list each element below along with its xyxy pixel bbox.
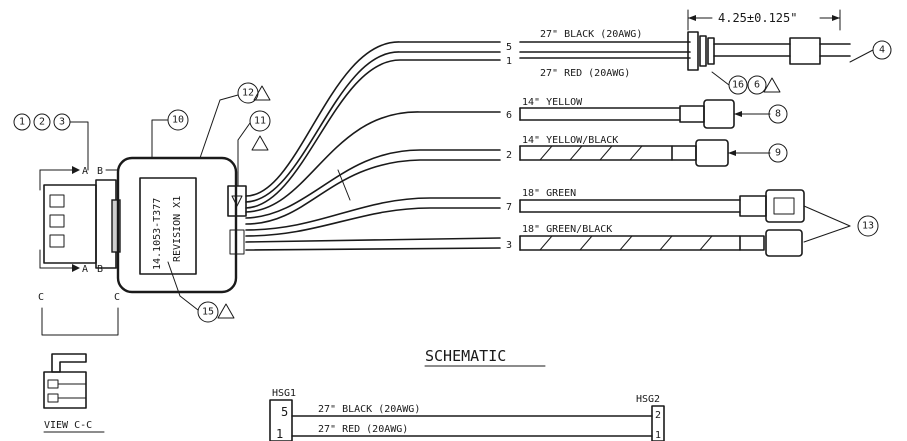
left-connector: 1 2 3 A B A B C C [13, 113, 121, 336]
callout-1-2-3: 1 2 3 [13, 113, 89, 171]
housing-part-number: 14.1053-T377 [152, 198, 163, 270]
main-housing: 14.1053-T377 REVISION X1 [116, 156, 247, 294]
svg-text:4: 4 [879, 45, 885, 56]
wire-bundle [245, 41, 501, 251]
wire-label-red: 27" RED (20AWG) [540, 68, 630, 79]
section-c-right: C [114, 292, 120, 303]
section-b-top: B [97, 166, 103, 177]
callout-10: 10 [151, 109, 189, 159]
svg-text:11: 11 [254, 116, 266, 127]
section-a-top: A [82, 166, 88, 177]
schematic: SCHEMATIC HSG1 HSG2 5 1 27" BLACK (20AWG… [269, 347, 665, 441]
section-c-left: C [38, 292, 44, 303]
view-label: VIEW C-C [44, 420, 92, 431]
svg-text:8: 8 [775, 109, 781, 120]
wire-pin-2: 2 [506, 150, 512, 161]
callout-13: 13 [803, 205, 879, 243]
svg-text:3: 3 [59, 117, 65, 128]
schematic-hsg1: HSG1 [272, 388, 296, 399]
wire-label-black: 27" BLACK (20AWG) [540, 29, 642, 40]
svg-text:2: 2 [39, 117, 45, 128]
svg-text:6: 6 [754, 80, 760, 91]
wire-label-yellow: 14" YELLOW [522, 97, 583, 108]
schematic-hsg1-pin-5: 5 [281, 405, 288, 419]
callout-8 [768, 104, 788, 124]
callout-4: 4 [849, 40, 892, 63]
schematic-hsg2-pin-1: 1 [655, 430, 661, 441]
schematic-hsg1-pin-1: 1 [276, 427, 283, 441]
schematic-title: SCHEMATIC [425, 347, 506, 365]
wire-7: 7 18" GREEN [506, 188, 805, 223]
housing-revision: REVISION X1 [172, 196, 183, 262]
callout-16: 16 6 [711, 71, 781, 95]
schematic-label-red: 27" RED (20AWG) [318, 424, 408, 435]
callout-9 [768, 143, 788, 163]
wire-label-green-black: 18" GREEN/BLACK [522, 224, 612, 235]
schematic-hsg2-pin-2: 2 [655, 410, 661, 421]
view-c-c: VIEW C-C [43, 353, 105, 433]
wire-3: 3 18" GREEN/BLACK [506, 224, 803, 257]
wire-label-yellow-black: 14" YELLOW/BLACK [522, 135, 618, 146]
svg-text:12: 12 [242, 88, 254, 99]
svg-text:9: 9 [775, 148, 781, 159]
dimension-label: 4.25±0.125" [718, 11, 797, 25]
callout-12: 12 [199, 82, 271, 159]
wire-pin-5: 5 [506, 42, 512, 53]
section-a-bottom: A [82, 264, 88, 275]
callout-11: 11 [237, 110, 271, 187]
schematic-hsg2: HSG2 [636, 394, 660, 405]
wire-6: 6 14" YELLOW 8 [506, 97, 788, 129]
svg-text:15: 15 [202, 307, 214, 318]
svg-text:1: 1 [19, 117, 25, 128]
wire-pin-1: 1 [506, 56, 512, 67]
wire-2: 2 14" YELLOW/BLACK 9 [506, 135, 788, 167]
wire-5-1: 5 1 27" BLACK (20AWG) 27" RED (20AWG) 4.… [506, 9, 851, 79]
section-b-bottom: B [97, 264, 103, 275]
wire-label-green: 18" GREEN [522, 188, 576, 199]
svg-text:13: 13 [862, 221, 874, 232]
svg-text:16: 16 [732, 80, 744, 91]
schematic-label-black: 27" BLACK (20AWG) [318, 404, 420, 415]
callout-15: 15 [167, 261, 235, 323]
wire-pin-6: 6 [506, 110, 512, 121]
wire-pin-3: 3 [506, 240, 512, 251]
wire-pin-7: 7 [506, 202, 512, 213]
svg-text:10: 10 [172, 115, 184, 126]
